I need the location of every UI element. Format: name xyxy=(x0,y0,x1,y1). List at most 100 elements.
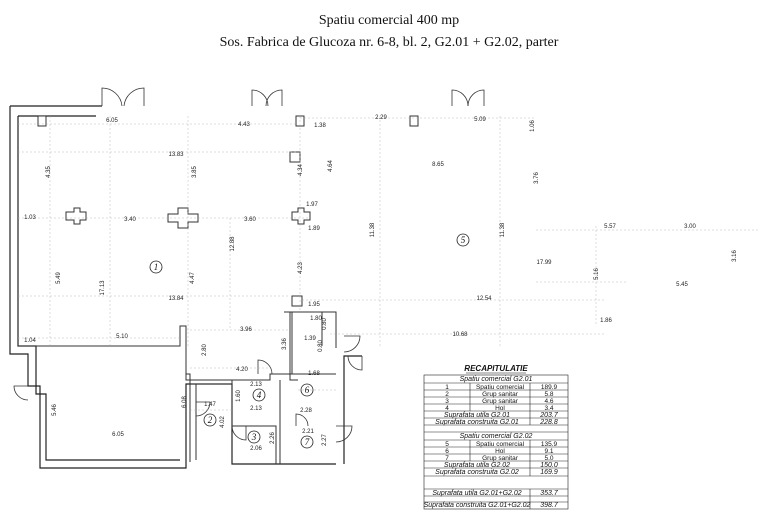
dim-label: 13.83 xyxy=(168,152,184,158)
recap-area: 4.6 xyxy=(544,398,553,405)
recap-area: 5.0 xyxy=(544,455,553,462)
dim-label: 1.04 xyxy=(24,338,36,344)
dim-label: 11.38 xyxy=(500,222,506,237)
dim-label: 4.02 xyxy=(220,416,226,428)
dim-label: 6.05 xyxy=(106,118,118,124)
doors xyxy=(13,87,485,443)
recap-nr: 3 xyxy=(445,398,449,405)
recap-nr: 6 xyxy=(445,448,449,455)
dim-label: 8.65 xyxy=(432,162,444,168)
dim-label: 2.21 xyxy=(302,429,314,435)
dim-label: 5.16 xyxy=(594,268,600,280)
recap-g02-constr-label: Suprafata construita G2.02 xyxy=(435,469,519,476)
dim-label: 1.86 xyxy=(600,318,612,324)
dim-label: 5.10 xyxy=(116,334,128,340)
dim-label: 3.16 xyxy=(732,250,738,262)
recap-total-util: 353.7 xyxy=(540,490,559,497)
dim-label: 3.85 xyxy=(192,166,198,178)
dim-label: 2.26 xyxy=(270,432,276,444)
recap-g02-util-label: Suprafata utila G2.02 xyxy=(444,462,510,469)
dim-label: 1.60 xyxy=(236,390,242,402)
dim-label: 3.36 xyxy=(282,338,288,350)
dim-label: 1.39 xyxy=(304,336,316,342)
recap-total-constr-label: Suprafata construita G2.01+G2.02 xyxy=(424,502,531,509)
room-number: 1 xyxy=(154,262,159,272)
recap-nr: 7 xyxy=(445,455,449,462)
recap-name: Grup sanitar xyxy=(482,398,519,405)
interior-walls xyxy=(18,311,337,464)
dim-label: 1.80 xyxy=(310,316,322,322)
dim-label: 4.43 xyxy=(238,122,250,128)
recap-name: Hol xyxy=(495,405,505,412)
recap-title: RECAPITULATIE xyxy=(464,364,528,373)
room-numbers: 1 2 3 4 5 6 7 xyxy=(154,235,466,447)
dim-label: 6.05 xyxy=(112,432,124,438)
dim-label: 4.64 xyxy=(328,160,334,172)
room-number: 7 xyxy=(305,437,310,447)
dimension-labels: 6.05 4.43 1.38 2.29 5.09 1.06 13.83 4.35… xyxy=(24,115,738,452)
room-number: 4 xyxy=(257,390,262,400)
recap-g01-constr: 228.8 xyxy=(539,419,558,426)
recap-g01-util: 203.7 xyxy=(539,412,559,419)
dim-label: 13.84 xyxy=(168,296,184,302)
recap-g01-header: Spatiu comercial G2.01 xyxy=(460,376,533,383)
dim-label: 1.38 xyxy=(314,123,326,129)
dimension-lines xyxy=(18,116,760,411)
dim-label: 10.68 xyxy=(452,332,468,338)
dim-label: 5.57 xyxy=(604,224,616,230)
recap-total-constr: 398.7 xyxy=(540,502,559,509)
recap-area: 5.8 xyxy=(544,391,553,398)
room-number: 3 xyxy=(251,432,257,442)
dim-label: 1.97 xyxy=(306,202,318,208)
recap-nr: 1 xyxy=(445,384,449,391)
recap-area: 135.9 xyxy=(541,441,558,448)
plan-title: Spatiu comercial 400 mp xyxy=(318,13,460,28)
recap-g01-util-label: Suprafata utila G2.01 xyxy=(444,412,510,419)
dim-label: 1.95 xyxy=(308,302,320,308)
dim-label: 1.68 xyxy=(308,371,320,377)
recap-area: 189.9 xyxy=(541,384,558,391)
dim-label: 1.06 xyxy=(530,120,536,132)
dim-label: 2.29 xyxy=(375,115,387,121)
plan-subtitle: Sos. Fabrica de Glucoza nr. 6-8, bl. 2, … xyxy=(219,35,559,50)
recap-total-util-label: Suprafata utila G2.01+G2.02 xyxy=(432,490,521,497)
recap-nr: 5 xyxy=(445,441,449,448)
recap-name: Spatiu comercial xyxy=(476,384,525,391)
recap-area: 9.1 xyxy=(544,448,553,455)
dim-label: 3.76 xyxy=(534,172,540,184)
recap-g01-constr-label: Suprafata construita G2.01 xyxy=(435,419,519,426)
recap-name: Grup sanitar xyxy=(482,455,519,462)
room-markers xyxy=(149,233,470,449)
dim-label: 2.80 xyxy=(202,344,208,356)
dim-label: 17.13 xyxy=(100,280,106,296)
dim-label: 1.03 xyxy=(24,215,36,221)
dim-label: 4.34 xyxy=(298,164,304,176)
dim-label: 4.20 xyxy=(236,367,248,373)
dim-label: 6.08 xyxy=(182,396,188,408)
dim-label: 0.80 xyxy=(318,340,324,352)
recap-area: 3.4 xyxy=(544,405,553,412)
dim-label: 3.96 xyxy=(240,327,252,333)
dim-label: 3.40 xyxy=(124,217,136,223)
recap-name: Spatiu comercial xyxy=(476,441,525,448)
recap-name: Hol xyxy=(495,448,505,455)
dim-label: 5.45 xyxy=(676,282,688,288)
dim-label: 3.60 xyxy=(244,217,256,223)
recap-nr: 2 xyxy=(445,391,449,398)
dim-label: 4.47 xyxy=(190,272,196,284)
recap-table: RECAPITULATIE xyxy=(424,364,569,510)
recap-g02-header: Spatiu comercial G2.02 xyxy=(460,433,533,440)
dim-label: 5.09 xyxy=(474,117,486,123)
dim-label: 1.47 xyxy=(204,402,216,408)
dim-label: 1.89 xyxy=(308,226,320,232)
columns xyxy=(37,115,419,307)
room-number: 2 xyxy=(208,415,213,425)
dim-label: 2.06 xyxy=(250,446,262,452)
recap-g02-constr: 169.9 xyxy=(540,469,558,476)
dim-label: 4.23 xyxy=(298,262,304,274)
dim-label: 0.80 xyxy=(322,318,328,330)
dim-label: 17.99 xyxy=(536,260,552,266)
dim-label: 12.88 xyxy=(230,236,236,252)
recap-name: Grup sanitar xyxy=(482,391,519,398)
dim-label: 12.54 xyxy=(476,296,492,302)
